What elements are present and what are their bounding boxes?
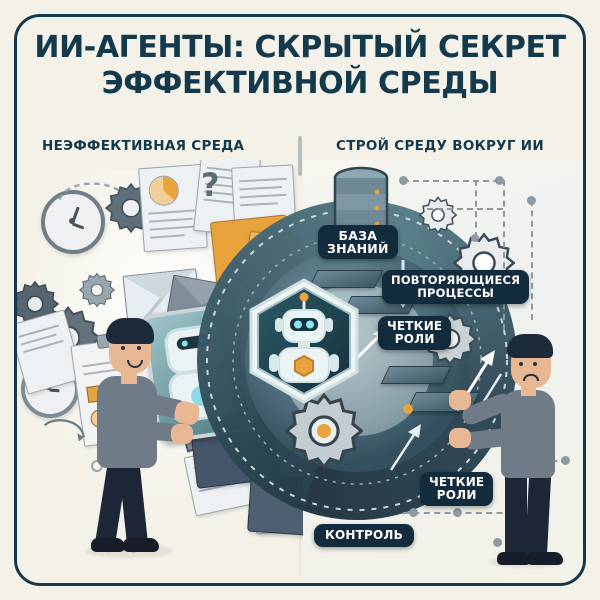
badge-control[interactable]: КОНТРОЛЬ: [314, 524, 414, 547]
circuit-node-icon: [561, 456, 570, 465]
swirl-arrow-icon: [39, 414, 97, 465]
circuit-line: [503, 180, 505, 330]
circuit-node-icon: [527, 196, 536, 205]
circuit-node-icon: [493, 538, 502, 547]
gear-icon: [419, 196, 457, 234]
robot-hexagon-icon: [245, 278, 363, 404]
circuit-line: [403, 180, 499, 182]
column-header-right: СТРОЙ СРЕДУ ВОКРУГ ИИ: [336, 138, 544, 154]
gear-icon: [285, 392, 363, 470]
column-header-left: НЕЭФФЕКТИВНАЯ СРЕДА: [42, 138, 245, 154]
worried-person-holding-tablet: [75, 310, 202, 580]
badge-clear-roles-bottom[interactable]: ЧЕТКИЕ РОЛИ: [420, 472, 494, 506]
arrow-icon: [383, 418, 433, 479]
arc-icon: [187, 190, 527, 535]
title-line-2: ЭФФЕКТИВНОЙ СРЕДЫ: [101, 66, 499, 101]
clock-icon: [41, 190, 105, 254]
circuit-node-icon: [471, 234, 479, 242]
badge-repeating-processes[interactable]: ПОВТОРЯЮЩИЕСЯ ПРОЦЕССЫ: [382, 270, 530, 304]
swirl-arrow-icon: [55, 176, 125, 217]
page-title: ИИ-АГЕНТЫ: СКРЫТЫЙ СЕКРЕТ ЭФФЕКТИВНОЙ СР…: [0, 30, 600, 102]
circuit-line: [427, 208, 503, 210]
circuit-line: [531, 200, 533, 320]
circuit-node-icon: [495, 176, 504, 185]
gear-icon: [79, 272, 115, 308]
badge-clear-roles-top[interactable]: ЧЕТКИЕ РОЛИ: [378, 316, 452, 350]
circuit-node-icon: [409, 508, 418, 517]
circuit-node-icon: [403, 404, 413, 414]
column-divider: [298, 136, 302, 176]
circuit-node-icon: [399, 176, 408, 185]
circuit-line: [475, 180, 477, 238]
circuit-node-icon: [453, 508, 462, 517]
illustration-scene: ?: [17, 160, 583, 580]
badge-knowledge-base[interactable]: БАЗА ЗНАНИЙ: [318, 225, 398, 259]
question-mark-icon: ?: [201, 166, 220, 204]
person-operating-system: [449, 330, 583, 580]
title-line-1: ИИ-АГЕНТЫ: СКРЫТЫЙ СЕКРЕТ: [34, 30, 566, 65]
